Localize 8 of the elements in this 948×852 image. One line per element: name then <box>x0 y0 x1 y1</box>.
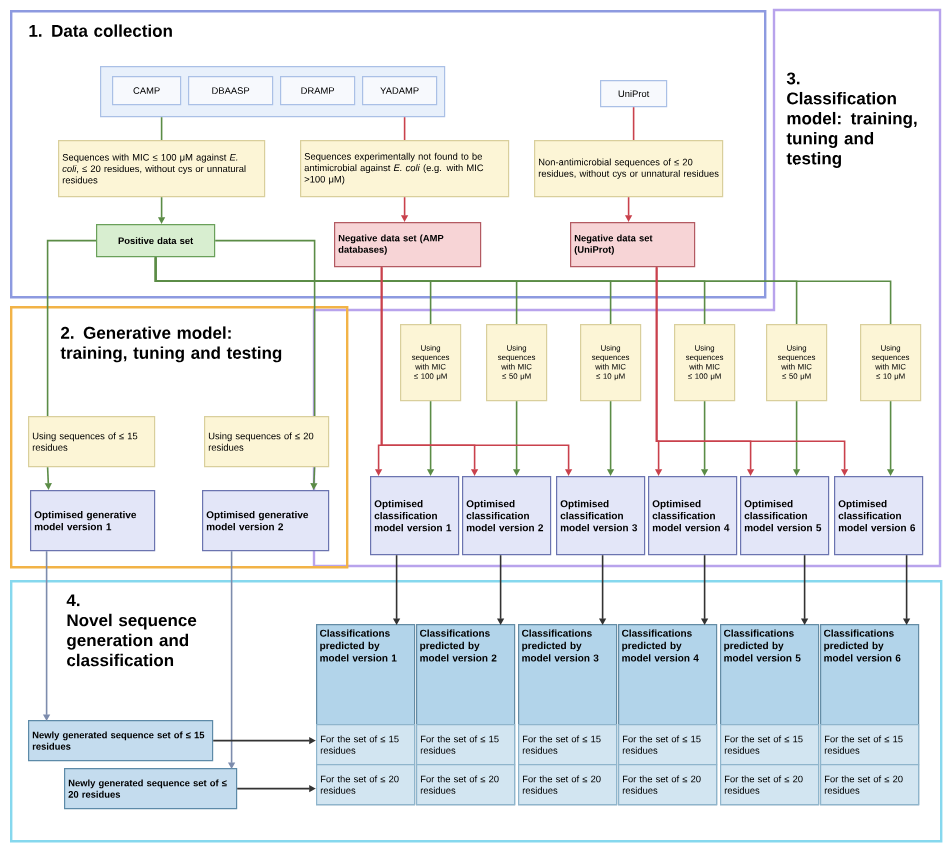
connector-line <box>160 116 163 141</box>
connector-line <box>46 239 97 417</box>
connector-line <box>632 106 635 141</box>
connector-line <box>403 116 406 141</box>
arrow <box>310 466 318 490</box>
arrow <box>655 266 849 476</box>
arrow <box>380 266 573 476</box>
connector-line <box>214 239 316 417</box>
